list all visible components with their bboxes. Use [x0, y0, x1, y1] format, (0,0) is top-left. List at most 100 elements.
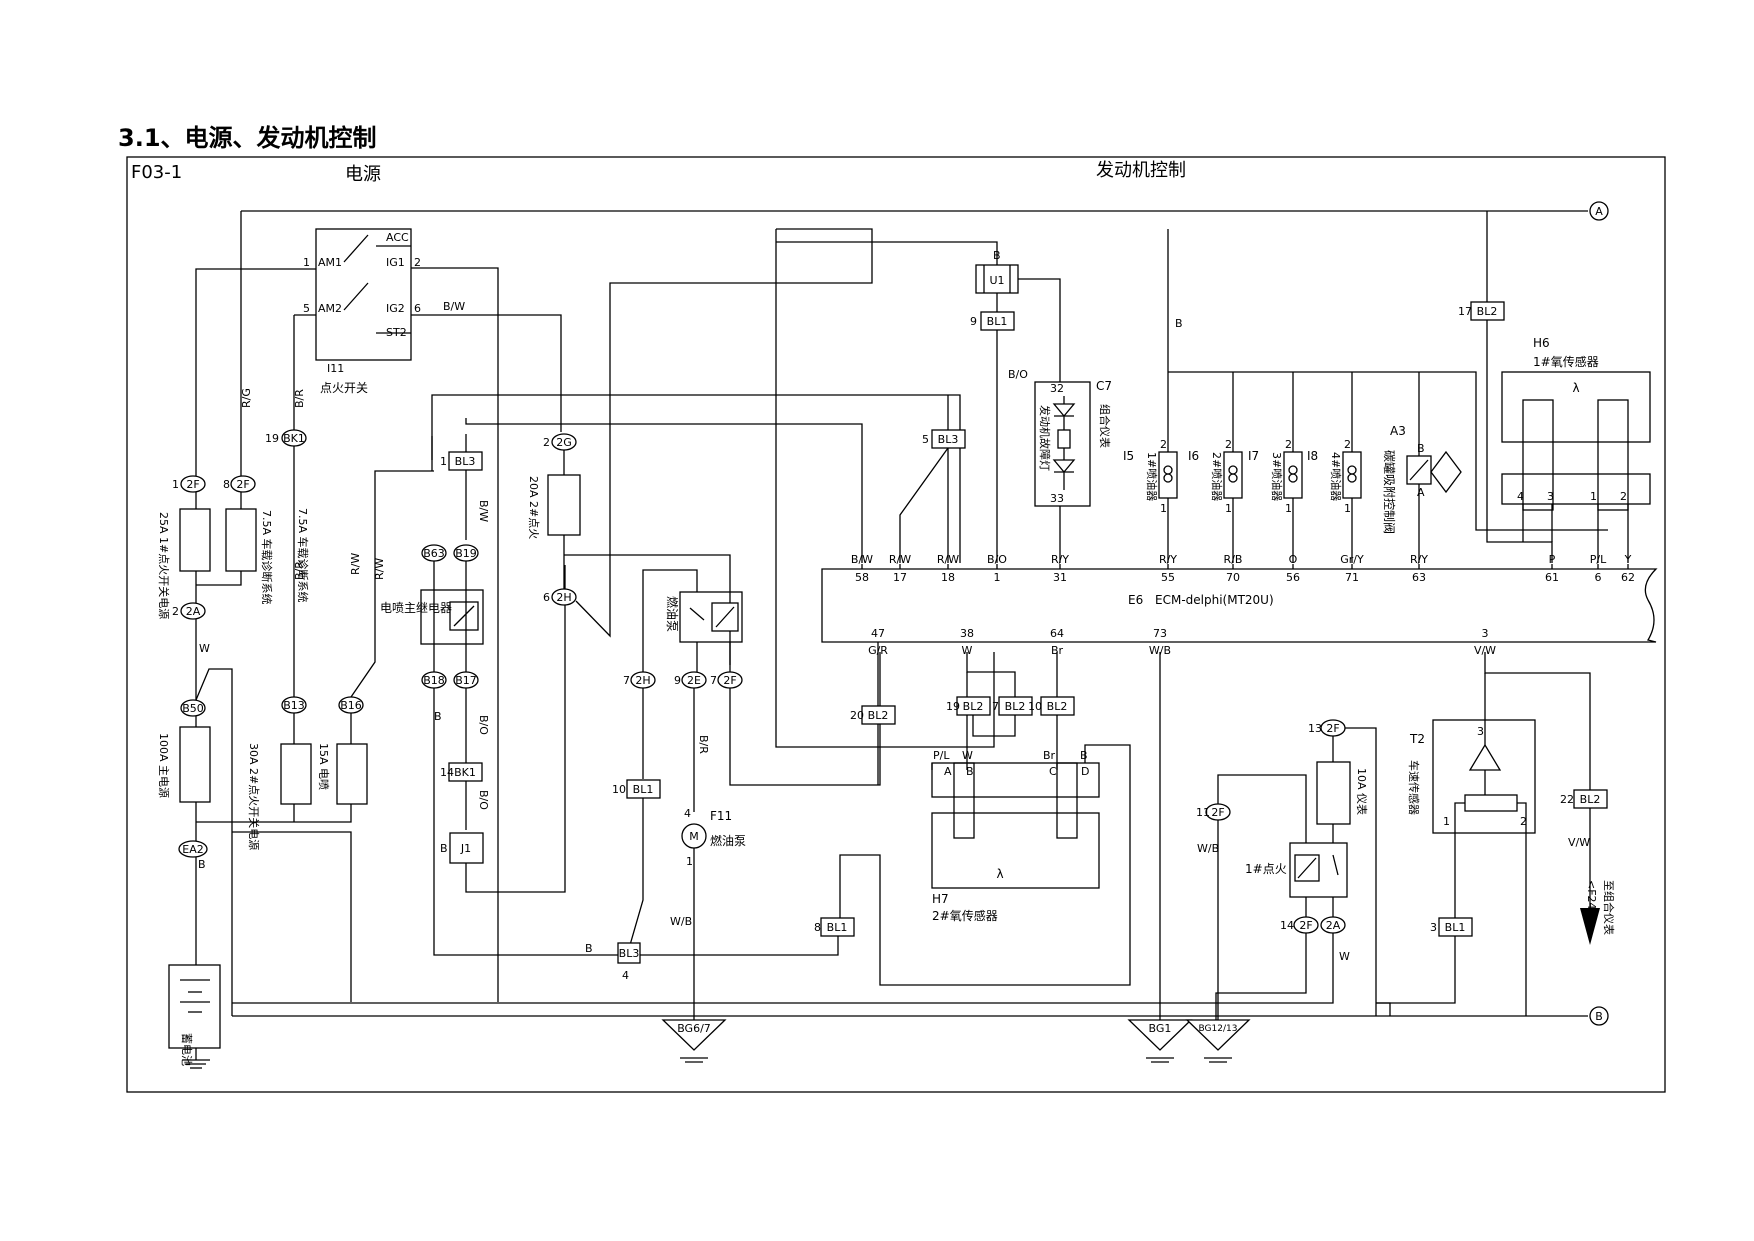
ignition-switch-label: 点火开关 [320, 381, 368, 395]
svg-text:组合仪表: 组合仪表 [1098, 404, 1112, 448]
svg-text:2: 2 [543, 436, 550, 449]
svg-text:1: 1 [1344, 502, 1351, 515]
ecm-block [821, 568, 1658, 643]
svg-text:5: 5 [922, 433, 929, 446]
svg-text:7: 7 [992, 700, 999, 713]
svg-text:至组合仪表: 至组合仪表 [1602, 880, 1616, 935]
svg-text:3: 3 [1430, 921, 1437, 934]
injector-id-4: I8 [1307, 449, 1318, 463]
ecm-bpin-73: 73 [1153, 627, 1167, 640]
svg-text:6: 6 [414, 302, 421, 315]
svg-text:<F24>: <F24> [1585, 880, 1598, 919]
svg-text:A: A [944, 765, 952, 778]
svg-text:P/L: P/L [933, 749, 950, 762]
svg-text:H7: H7 [932, 892, 949, 906]
svg-text:4: 4 [1517, 490, 1524, 503]
ecm-bwire-4: V/W [1474, 644, 1496, 657]
svg-text:22: 22 [1560, 793, 1574, 806]
svg-text:BL2: BL2 [1047, 700, 1068, 713]
svg-text:ACC: ACC [386, 231, 409, 244]
svg-text:3: 3 [1477, 725, 1484, 738]
ref-a [1589, 201, 1609, 221]
svg-text:19: 19 [946, 700, 960, 713]
svg-text:1: 1 [686, 855, 693, 868]
svg-text:10: 10 [612, 783, 626, 796]
svg-text:10: 10 [1028, 700, 1042, 713]
conn-bl3-4 [617, 942, 641, 964]
svg-text:B/W: B/W [477, 500, 490, 522]
ecm-pin-17: 17 [893, 571, 907, 584]
svg-text:BL1: BL1 [827, 921, 848, 934]
svg-text:17: 17 [1458, 305, 1472, 318]
svg-text:B/O: B/O [1008, 368, 1028, 381]
svg-text:B: B [1080, 749, 1088, 762]
ecm-wire-0: B/W [851, 553, 873, 566]
svg-text:B/O: B/O [477, 790, 490, 810]
fuel-pump-label: 燃油泵 [710, 833, 746, 848]
section-engine: 发动机控制 [1096, 160, 1186, 181]
injector-1 [1158, 451, 1178, 499]
injector-id-1: I5 [1123, 449, 1134, 463]
injector-name-4: 4#喷油器 [1329, 452, 1343, 501]
conn-2a [180, 602, 206, 620]
injector-name-2: 2#喷油器 [1210, 452, 1224, 501]
svg-text:2: 2 [1520, 815, 1527, 828]
svg-text:2: 2 [414, 256, 421, 269]
svg-text:A: A [1417, 486, 1425, 499]
ecm-pin-62: 62 [1621, 571, 1635, 584]
injector-3 [1283, 451, 1303, 499]
svg-text:2F: 2F [1211, 806, 1224, 819]
combination-meter [1034, 381, 1091, 507]
ecm-bpin-38: 38 [960, 627, 974, 640]
o2-h6-label: 1#氧传感器 [1533, 354, 1599, 369]
diagram-frame [126, 156, 1666, 1093]
o2-sensor-h7 [931, 762, 1100, 798]
svg-text:BL3: BL3 [455, 455, 476, 468]
svg-text:F11: F11 [710, 809, 732, 823]
fuse-25a [179, 508, 211, 572]
svg-text:BL2: BL2 [1477, 305, 1498, 318]
svg-text:11: 11 [1196, 806, 1210, 819]
svg-text:BL1: BL1 [633, 783, 654, 796]
svg-text:14: 14 [440, 766, 454, 779]
svg-text:4: 4 [622, 969, 629, 982]
svg-text:D: D [1081, 765, 1089, 778]
svg-text:9: 9 [970, 315, 977, 328]
svg-text:15A 电喷: 15A 电喷 [317, 743, 330, 790]
svg-text:W: W [962, 749, 973, 762]
ecm-bwire-3: W/B [1149, 644, 1171, 657]
svg-text:8: 8 [223, 478, 230, 491]
svg-text:B50: B50 [182, 702, 204, 715]
svg-text:2: 2 [172, 605, 179, 618]
svg-text:BL2: BL2 [1580, 793, 1601, 806]
svg-text:1: 1 [440, 455, 447, 468]
svg-text:A3: A3 [1390, 424, 1406, 438]
svg-text:7.5A 车载诊断系统: 7.5A 车载诊断系统 [296, 508, 310, 603]
svg-text:20: 20 [850, 709, 864, 722]
svg-text:B: B [1417, 442, 1425, 455]
svg-text:蓄电池: 蓄电池 [180, 1033, 193, 1066]
svg-text:IG1: IG1 [386, 256, 405, 269]
svg-text:1: 1 [1285, 502, 1292, 515]
svg-text:发动机故障灯: 发动机故障灯 [1038, 405, 1052, 471]
svg-text:13: 13 [1308, 722, 1322, 735]
svg-text:BL2: BL2 [868, 709, 889, 722]
svg-text:100A 主电源: 100A 主电源 [157, 733, 171, 798]
svg-text:BL2: BL2 [963, 700, 984, 713]
svg-text:B: B [434, 710, 442, 723]
svg-text:1: 1 [1160, 502, 1167, 515]
conn-2f-1 [180, 475, 206, 493]
svg-text:B16: B16 [340, 699, 362, 712]
svg-text:2F: 2F [723, 674, 736, 687]
svg-text:BL1: BL1 [987, 315, 1008, 328]
svg-text:R/W: R/W [373, 558, 386, 580]
svg-text:2A: 2A [186, 605, 201, 618]
injector-name-3: 3#喷油器 [1270, 452, 1284, 501]
svg-text:20A 2#点火: 20A 2#点火 [527, 476, 540, 539]
ecm-bwire-1: W [962, 644, 973, 657]
svg-text:C: C [1049, 765, 1057, 778]
injector-2 [1223, 451, 1243, 499]
svg-text:3: 3 [1547, 490, 1554, 503]
ecm-pin-6: 6 [1595, 571, 1602, 584]
svg-text:BL1: BL1 [1445, 921, 1466, 934]
